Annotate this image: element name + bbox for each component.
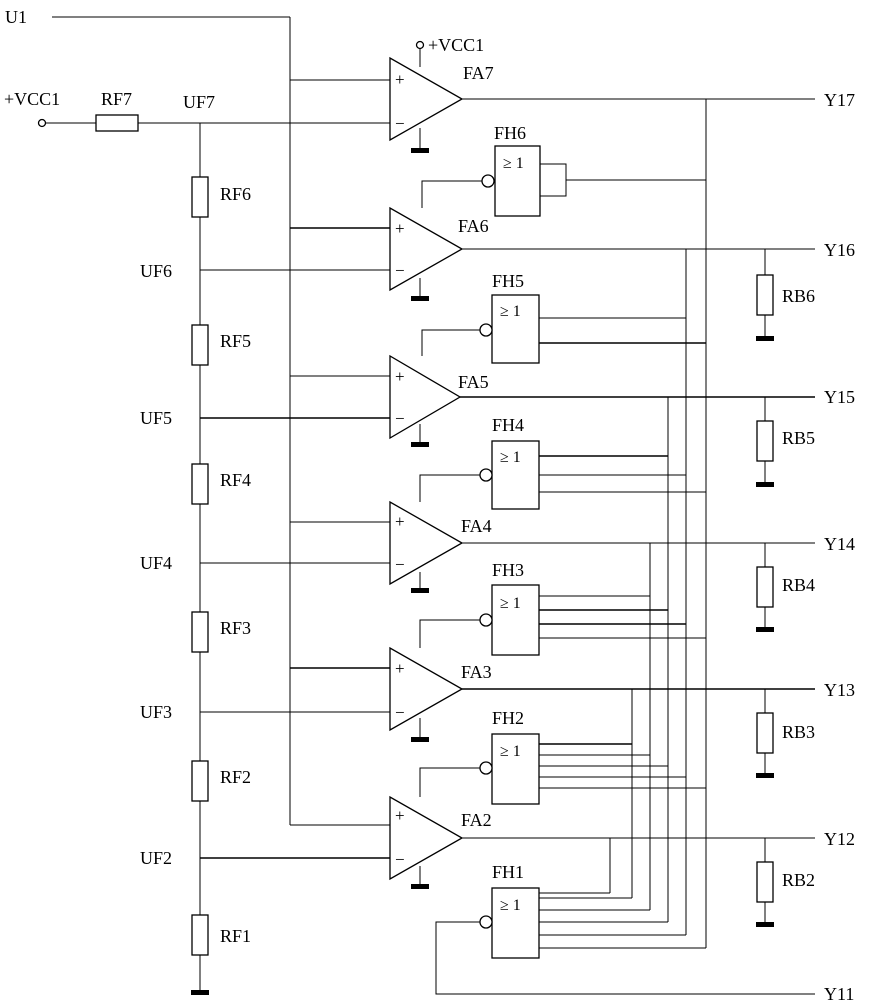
resistor-rf1 <box>192 915 208 955</box>
ground-rb6 <box>756 336 774 341</box>
fh3-inversion-bubble <box>480 614 492 626</box>
rf7-label: RF7 <box>101 89 132 109</box>
ground-fa2 <box>411 884 429 889</box>
fa7-plus: + <box>395 70 405 89</box>
ground-fa7 <box>411 148 429 153</box>
resistor-rf6 <box>192 177 208 217</box>
fh3-label: FH3 <box>492 560 524 580</box>
fa3-plus: + <box>395 659 405 678</box>
vcc-top-terminal <box>417 42 424 49</box>
resistor-rf3 <box>192 612 208 652</box>
fh5-symbol: ≥ 1 <box>500 303 521 320</box>
uf3-label: UF3 <box>140 702 172 722</box>
fh4-symbol: ≥ 1 <box>500 449 521 466</box>
fa3-label: FA3 <box>461 662 492 682</box>
u1-label: U1 <box>5 7 27 27</box>
ground-rb2 <box>756 922 774 927</box>
uf2-label: UF2 <box>140 848 172 868</box>
fh3-symbol: ≥ 1 <box>500 595 521 612</box>
y16-label: Y16 <box>824 240 855 260</box>
rb4-label: RB4 <box>782 575 815 595</box>
uf5-label: UF5 <box>140 408 172 428</box>
resistor-rf5 <box>192 325 208 365</box>
resistor-rb2 <box>757 862 773 902</box>
resistor-rb5 <box>757 421 773 461</box>
fa6-label: FA6 <box>458 216 489 236</box>
rb5-label: RB5 <box>782 428 815 448</box>
y13-label: Y13 <box>824 680 855 700</box>
rf6-label: RF6 <box>220 184 251 204</box>
resistor-rf2 <box>192 761 208 801</box>
fa2-minus: − <box>395 850 405 869</box>
fh5-label: FH5 <box>492 271 524 291</box>
fh2-label: FH2 <box>492 708 524 728</box>
uf7-label: UF7 <box>183 92 215 112</box>
fh5-inversion-bubble <box>480 324 492 336</box>
fa3-minus: − <box>395 703 405 722</box>
uf6-label: UF6 <box>140 261 172 281</box>
fh6-symbol: ≥ 1 <box>503 155 524 172</box>
fa6-plus: + <box>395 219 405 238</box>
resistor-rb6 <box>757 275 773 315</box>
fh4-inversion-bubble <box>480 469 492 481</box>
fa5-minus: − <box>395 409 405 428</box>
vcc-top-label: +VCC1 <box>428 35 484 55</box>
ground-fa5 <box>411 442 429 447</box>
rf3-label: RF3 <box>220 618 251 638</box>
rf2-label: RF2 <box>220 767 251 787</box>
y15-label: Y15 <box>824 387 855 407</box>
fh2-inversion-bubble <box>480 762 492 774</box>
rb6-label: RB6 <box>782 286 815 306</box>
fa5-plus: + <box>395 367 405 386</box>
fa6-minus: − <box>395 261 405 280</box>
rf4-label: RF4 <box>220 470 251 490</box>
ground-fa4 <box>411 588 429 593</box>
fh6-inversion-bubble <box>482 175 494 187</box>
fh1-symbol: ≥ 1 <box>500 897 521 914</box>
ground-rb4 <box>756 627 774 632</box>
ground-fa6 <box>411 296 429 301</box>
rb2-label: RB2 <box>782 870 815 890</box>
resistor-rf7 <box>96 115 138 131</box>
vcc-left-terminal <box>39 120 46 127</box>
fh1-inversion-bubble <box>480 916 492 928</box>
fa7-minus: − <box>395 114 405 133</box>
uf4-label: UF4 <box>140 553 172 573</box>
fa4-plus: + <box>395 512 405 531</box>
resistor-rb3 <box>757 713 773 753</box>
fh1-label: FH1 <box>492 862 524 882</box>
vcc-left-label: +VCC1 <box>4 89 60 109</box>
fa7-label: FA7 <box>463 63 494 83</box>
ground-rb5 <box>756 482 774 487</box>
fa5-label: FA5 <box>458 372 489 392</box>
fh2-symbol: ≥ 1 <box>500 743 521 760</box>
fa4-minus: − <box>395 555 405 574</box>
y14-label: Y14 <box>824 534 855 554</box>
ground-rb3 <box>756 773 774 778</box>
ground-rf1 <box>191 990 209 995</box>
rf1-label: RF1 <box>220 926 251 946</box>
ground-fa3 <box>411 737 429 742</box>
fa2-label: FA2 <box>461 810 492 830</box>
fh4-label: FH4 <box>492 415 524 435</box>
rb3-label: RB3 <box>782 722 815 742</box>
y17-label: Y17 <box>824 90 855 110</box>
rf5-label: RF5 <box>220 331 251 351</box>
fa4-label: FA4 <box>461 516 492 536</box>
resistor-rf4 <box>192 464 208 504</box>
fh6-label: FH6 <box>494 123 526 143</box>
resistor-rb4 <box>757 567 773 607</box>
fa2-plus: + <box>395 806 405 825</box>
y11-label: Y11 <box>824 984 854 1004</box>
y12-label: Y12 <box>824 829 855 849</box>
